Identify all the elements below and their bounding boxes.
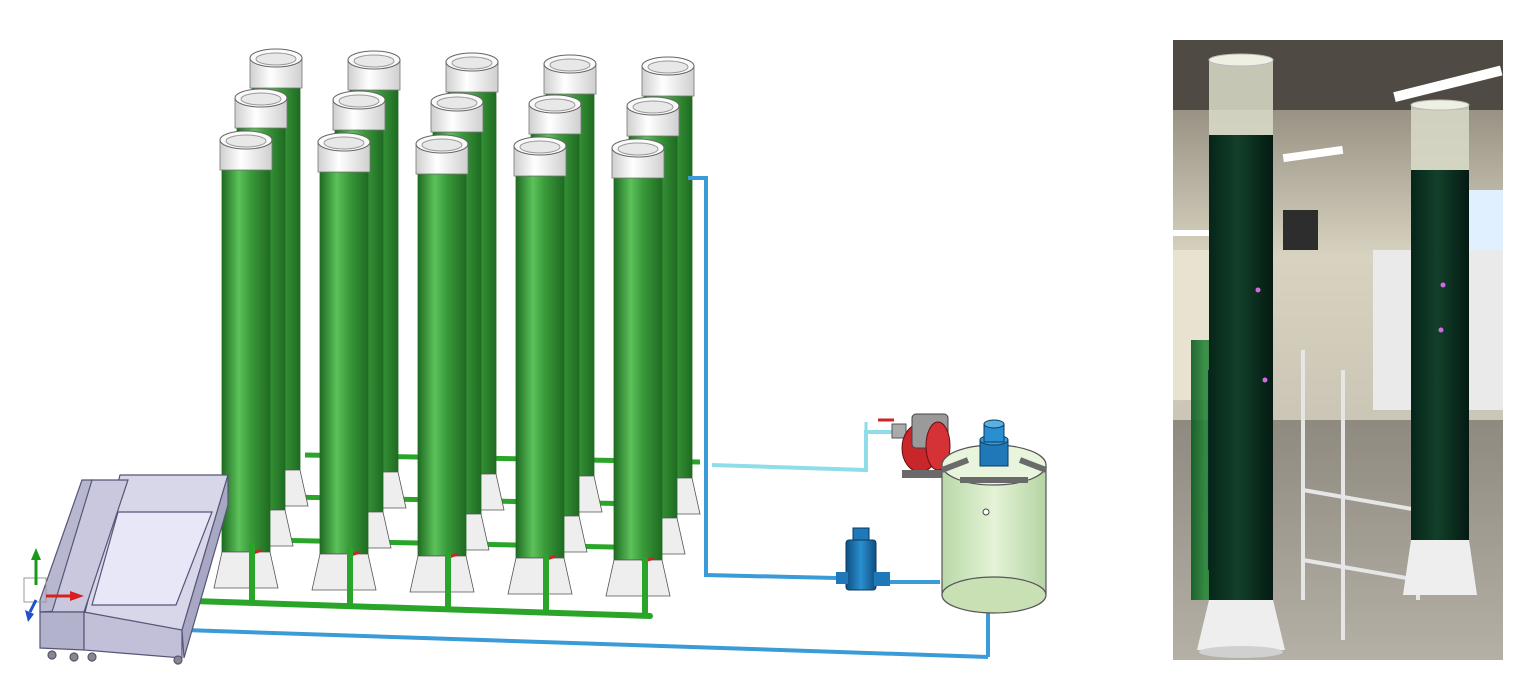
- column-opening: [323, 136, 365, 150]
- column-opening: [338, 94, 380, 108]
- column-stand: [605, 559, 671, 597]
- column-opening: [617, 142, 659, 156]
- outlet-manifold: [159, 542, 653, 619]
- column-opening: [534, 98, 576, 112]
- column-opening: [436, 96, 478, 110]
- column-opening: [240, 92, 282, 106]
- cad-render-panel: [23, 48, 1048, 665]
- column-opening: [255, 52, 297, 66]
- reactor-columns: [213, 48, 701, 597]
- column-opening: [353, 54, 395, 68]
- air-pump: [864, 413, 951, 478]
- column-culture: [221, 169, 271, 553]
- column-opening: [647, 60, 689, 74]
- column-culture: [515, 175, 565, 559]
- column-stand: [409, 555, 475, 593]
- column-culture: [319, 171, 369, 555]
- reactor-column: [311, 132, 377, 591]
- axis-triad: [23, 548, 84, 622]
- lab-photo-svg: [1173, 40, 1503, 660]
- column-stand: [311, 553, 377, 591]
- cad-svg: [23, 48, 1048, 665]
- reactor-column: [409, 134, 475, 593]
- harvest-tank: [39, 474, 229, 665]
- column-stand: [213, 551, 279, 589]
- column-opening: [225, 134, 267, 148]
- column-culture: [417, 173, 467, 557]
- inline-filter: [836, 527, 890, 591]
- reactor-column: [213, 130, 279, 589]
- reactor-column: [507, 136, 573, 595]
- storage-tank: [940, 419, 1048, 614]
- column-culture: [613, 177, 663, 561]
- column-stand: [507, 557, 573, 595]
- column-opening: [519, 140, 561, 154]
- column-opening: [632, 100, 674, 114]
- column-opening: [451, 56, 493, 70]
- column-opening: [549, 58, 591, 72]
- column-opening: [421, 138, 463, 152]
- lab-photo-panel: [1173, 40, 1503, 660]
- air-line: [711, 430, 892, 473]
- reactor-column: [605, 138, 671, 597]
